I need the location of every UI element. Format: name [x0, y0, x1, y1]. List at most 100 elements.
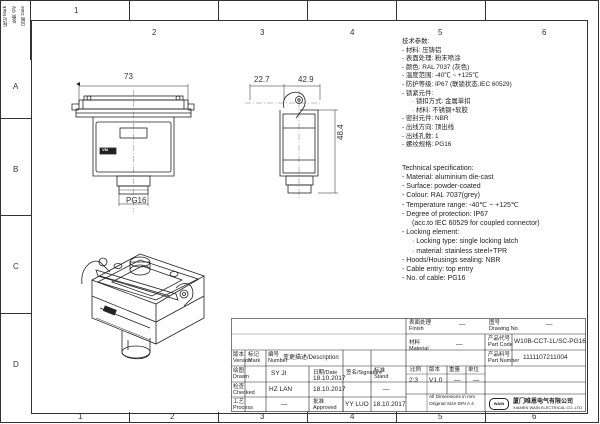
- zone-left-c: C: [13, 262, 19, 271]
- scale-label: 比例: [410, 367, 422, 373]
- checked-label-en: Checked: [233, 390, 255, 396]
- part-number-label: 产品料号: [488, 352, 511, 358]
- unit-label: 单位: [468, 367, 480, 373]
- title-block: 表面处理 Finish — 图号 Drawing No. — 产品代号 Part…: [231, 318, 586, 412]
- zone-top-4: 4: [350, 28, 355, 37]
- spec-en-line: - Cable entry: top entry: [402, 265, 474, 273]
- checked-label: 检查: [233, 384, 245, 390]
- product-mark: VM: [102, 147, 108, 152]
- spec-en-line: - Material: aluminium die-cast: [402, 173, 494, 181]
- spec-zh-line: - 防护等级: IP67 (联锁状态,IEC 60529): [402, 80, 512, 88]
- spec-zh-line: - 颜色: RAL 7037 (灰色): [402, 63, 470, 71]
- drawn-label-en: Drawn: [233, 374, 249, 380]
- weight-value: —: [454, 377, 461, 384]
- spec-zh-line: - 温度范围: -40℃ ~ +125℃: [402, 72, 479, 80]
- company-logo: WAIN: [489, 398, 509, 410]
- company-name-en: XIAMEN WAIN ELECTRICAL CO.,LTD: [513, 405, 582, 410]
- checked-name: HZ LAN: [269, 386, 293, 393]
- zone-left-a: A: [13, 82, 19, 91]
- part-number-label-en: Part Number: [488, 358, 520, 364]
- history-change-label: 变更描述/Description: [283, 355, 339, 361]
- zone-tick: [129, 412, 130, 422]
- side-view: [245, 84, 338, 200]
- spec-en-line: - Degree of protection: IP67: [402, 210, 488, 218]
- scale-value: 2:3: [409, 377, 419, 384]
- revision-strip: 标记 Mark 处数 Qty 日期 Date: [0, 0, 31, 60]
- material-label: 材料: [409, 340, 421, 346]
- spec-zh-line: - 螺纹规格: PG16: [402, 141, 452, 149]
- spec-zh-line: - 出线孔数: 1: [402, 132, 439, 140]
- history-standard-label-en: Stand: [374, 374, 389, 380]
- weight-label: 重量: [449, 367, 461, 373]
- zone-tick: [0, 215, 31, 216]
- spec-en-line: - Locking element:: [402, 229, 460, 237]
- spec-en-line: · Locking type: single locking latch: [412, 238, 519, 246]
- history-number-label-en: Number: [268, 358, 288, 364]
- finish-label-en: Finish: [409, 326, 424, 332]
- spec-zh-line: - 密封元件: NBR: [402, 115, 449, 123]
- rev-value: V1.0: [429, 377, 443, 384]
- zone-tick: [485, 412, 486, 422]
- zone-tick: [218, 412, 219, 422]
- finish-value: —: [459, 321, 466, 328]
- zone-tick: [307, 0, 308, 20]
- zone-left-d: D: [13, 360, 19, 369]
- zone-tick: [396, 412, 397, 422]
- spec-zh-line: · 锁扣方式: 金属单扣: [412, 98, 471, 106]
- spec-en-line: Technical specification:: [402, 164, 474, 172]
- spec-en-line: - Hoods/Housings sealing: NBR: [402, 256, 501, 264]
- zone-bottom-1: 1: [78, 412, 83, 421]
- history-version-label: 版本: [233, 352, 245, 358]
- inner-border: [31, 20, 588, 414]
- history-standard-label: 标准: [374, 368, 386, 374]
- zone-tick: [396, 0, 397, 20]
- spec-zh-line: 技术参数:: [402, 38, 430, 45]
- rev-label: 版本: [429, 367, 441, 373]
- unit-value: —: [473, 377, 480, 384]
- drawing-no-label-en: Drawing No.: [489, 326, 520, 332]
- spec-en-line: - Surface: powder-coated: [402, 183, 481, 191]
- history-mark-label-en: Mark: [248, 358, 261, 364]
- spec-zh-line: - 出线方向: 顶出线: [402, 123, 455, 131]
- approved-label-en: Approved: [313, 405, 337, 411]
- zone-tick: [218, 0, 219, 20]
- zone-tick: [485, 0, 486, 20]
- process-label-en: Process: [233, 405, 253, 411]
- zone-left-b: B: [13, 165, 19, 174]
- material-value: —: [456, 341, 463, 348]
- title-block-grid: [231, 318, 586, 412]
- spec-en-line: - Colour: RAL 7037(grey): [402, 192, 480, 200]
- zone-top-2: 2: [152, 28, 157, 37]
- approved-label: 批准: [313, 399, 325, 405]
- zone-top-6: 6: [542, 28, 547, 37]
- part-code-label-en: Part Code: [488, 342, 513, 348]
- company-name-zh: 厦门唯恩电气有限公司: [513, 399, 574, 405]
- spec-zh-line: · 材料: 不锈钢+软胶: [412, 106, 468, 114]
- zone-tick: [129, 0, 130, 20]
- spec-zh-line: - 材料: 压铸铝: [402, 46, 442, 54]
- zone-tick: [0, 313, 31, 314]
- zone-bottom-5: 5: [438, 412, 443, 421]
- history-mark-label: 标记: [248, 352, 260, 358]
- spec-en-line: (acc.to IEC 60529 for coupled connector): [412, 219, 540, 227]
- front-view: [71, 82, 195, 212]
- history-number-label: 编号: [268, 352, 280, 358]
- technical-specification: 技术参数: - 材料: 压铸铝 - 表面处理: 粉末喷涂 - 颜色: RAL 7…: [402, 38, 592, 283]
- zone-bottom-3: 3: [260, 412, 265, 421]
- zone-tick: [0, 118, 31, 119]
- approved-date: 18.10.2017: [373, 401, 406, 408]
- process-value: —: [281, 401, 288, 408]
- spec-en-line: - Temperature range: -40℃ ~ +125℃: [402, 201, 519, 209]
- drawn-label: 绘图: [233, 368, 245, 374]
- part-code-value: W10B-CCT-1L/SC-PG16: [514, 338, 586, 345]
- part-number-value: 1111107211004: [523, 354, 568, 361]
- spec-english: Technical specification: - Material: alu…: [402, 164, 592, 284]
- zone-bottom-6: 6: [532, 412, 537, 421]
- dimension-side-depth: 42.9: [298, 75, 314, 84]
- zone-top-5: 5: [438, 28, 443, 37]
- drawing-no-label: 图号: [489, 320, 501, 326]
- zone-bottom-4: 4: [350, 412, 355, 421]
